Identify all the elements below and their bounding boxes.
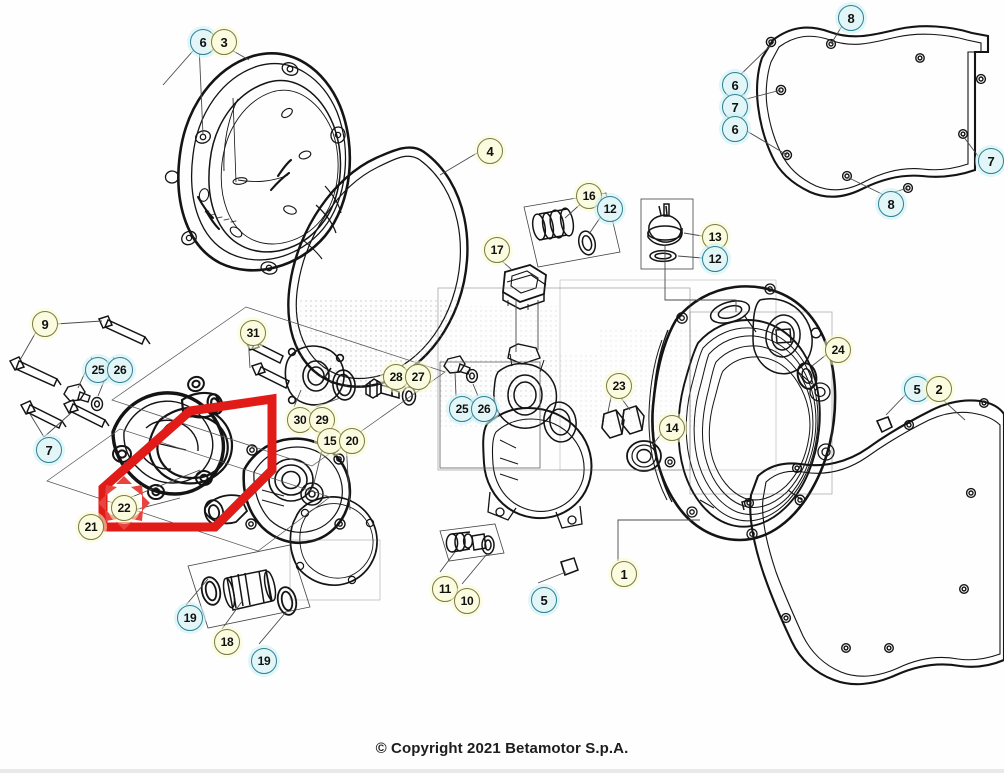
- callout-label: 7: [731, 99, 739, 115]
- part-oil-seal: [796, 362, 818, 390]
- part-breather-cap: [502, 264, 547, 310]
- callout-label: 22: [117, 501, 131, 515]
- footer-divider: [0, 769, 1004, 773]
- callout-label: 25: [455, 402, 469, 416]
- callout-label: 30: [293, 413, 307, 427]
- callout-label: 12: [603, 202, 617, 216]
- callout-label: 7: [45, 442, 53, 458]
- callout-label: 21: [84, 520, 98, 534]
- callout-label: 12: [708, 252, 722, 266]
- callout-bubble-14[interactable]: 14: [659, 415, 685, 441]
- callout-label: 26: [477, 402, 491, 416]
- callout-bubble-10[interactable]: 10: [454, 588, 480, 614]
- callout-label: 3: [220, 34, 228, 50]
- callout-bubble-1[interactable]: 1: [611, 561, 637, 587]
- part-water-pump-cover: [203, 437, 352, 545]
- callout-label: 8: [887, 196, 895, 212]
- callout-bubble-19[interactable]: 19: [177, 605, 203, 631]
- callout-bubble-7[interactable]: 7: [978, 148, 1004, 174]
- callout-bubble-15[interactable]: 15: [317, 428, 343, 454]
- callout-label: 5: [913, 381, 921, 397]
- callout-label: 18: [220, 635, 234, 649]
- callout-bubble-8[interactable]: 8: [838, 5, 864, 31]
- callout-label: 26: [113, 363, 127, 377]
- callout-bubble-21[interactable]: 21: [78, 514, 104, 540]
- callout-label: 6: [199, 34, 207, 50]
- part-impeller-assembly: [640, 198, 694, 270]
- callout-bubble-12[interactable]: 12: [702, 246, 728, 272]
- callout-bubble-2[interactable]: 2: [926, 376, 952, 402]
- callout-label: 6: [731, 121, 739, 137]
- callout-label: 4: [486, 143, 494, 159]
- callout-label: 14: [665, 421, 679, 435]
- callout-label: 17: [490, 243, 504, 257]
- callout-label: 1: [620, 566, 628, 582]
- part-water-pump-body: [111, 375, 233, 500]
- callout-label: 28: [389, 370, 403, 384]
- part-ball-bearing: [626, 440, 662, 472]
- callout-bubble-13[interactable]: 13: [702, 224, 728, 250]
- callout-bubble-31[interactable]: 31: [240, 320, 266, 346]
- callout-bubble-8[interactable]: 8: [878, 191, 904, 217]
- part-dowel-bushings: [601, 405, 645, 439]
- callout-bubble-26[interactable]: 26: [471, 396, 497, 422]
- part-pump-mount-block: [482, 343, 593, 529]
- part-cover-gasket-top: [756, 25, 990, 198]
- callout-bubble-3[interactable]: 3: [211, 29, 237, 55]
- callout-label: 20: [345, 434, 359, 448]
- callout-bubble-27[interactable]: 27: [405, 364, 431, 390]
- part-pump-paper-gasket: [289, 496, 378, 586]
- callout-bubble-7[interactable]: 7: [36, 437, 62, 463]
- callout-label: 5: [540, 592, 548, 608]
- callout-bubble-25[interactable]: 25: [449, 396, 475, 422]
- callout-label: 25: [91, 363, 105, 377]
- callout-bubble-5[interactable]: 5: [531, 587, 557, 613]
- callout-bubble-12[interactable]: 12: [597, 196, 623, 222]
- callout-label: 13: [708, 230, 722, 244]
- callout-bubble-18[interactable]: 18: [214, 629, 240, 655]
- part-outer-clutch-cover: [164, 52, 352, 275]
- part-pump-bolts: [8, 315, 290, 430]
- callout-label: 23: [612, 379, 626, 393]
- selected-part-highlight[interactable]: [98, 393, 277, 532]
- callout-bubble-11[interactable]: 11: [432, 576, 458, 602]
- part-crankcase-clutch-cover: [648, 283, 837, 542]
- callout-label: 31: [246, 326, 260, 340]
- callout-bubble-9[interactable]: 9: [32, 311, 58, 337]
- callout-bubble-19[interactable]: 19: [251, 648, 277, 674]
- callout-label: 19: [257, 654, 271, 668]
- callout-bubble-6[interactable]: 6: [722, 116, 748, 142]
- callout-bubble-7[interactable]: 7: [722, 94, 748, 120]
- callout-bubble-17[interactable]: 17: [484, 237, 510, 263]
- callout-label: 11: [438, 582, 452, 596]
- callout-bubble-26[interactable]: 26: [107, 357, 133, 383]
- callout-label: 10: [460, 594, 474, 608]
- callout-label: 27: [411, 370, 425, 384]
- part-oil-union-fitting: [439, 523, 505, 562]
- copyright-notice: © Copyright 2021 Betamotor S.p.A.: [375, 740, 629, 757]
- part-water-pipe-kit: [187, 544, 311, 629]
- callout-bubble-20[interactable]: 20: [339, 428, 365, 454]
- callout-label: 24: [831, 343, 845, 357]
- callout-bubble-4[interactable]: 4: [477, 138, 503, 164]
- part-pump-fittings-right: [443, 355, 479, 384]
- callout-bubble-23[interactable]: 23: [606, 373, 632, 399]
- callout-bubble-24[interactable]: 24: [825, 337, 851, 363]
- highlight-arrows: [98, 476, 150, 530]
- part-ignition-cover-gasket: [741, 398, 1004, 686]
- callout-label: 7: [987, 153, 995, 169]
- callout-label: 2: [935, 381, 943, 397]
- callout-label: 15: [323, 434, 337, 448]
- callout-label: 8: [847, 10, 855, 26]
- callout-label: 16: [582, 189, 596, 203]
- callout-bubble-22[interactable]: 22: [111, 495, 137, 521]
- callout-bubble-28[interactable]: 28: [383, 364, 409, 390]
- callout-label: 29: [315, 413, 329, 427]
- callout-label: 19: [183, 611, 197, 625]
- part-pump-fittings-left: [63, 383, 104, 412]
- callout-label: 6: [731, 77, 739, 93]
- callout-label: 9: [41, 316, 49, 332]
